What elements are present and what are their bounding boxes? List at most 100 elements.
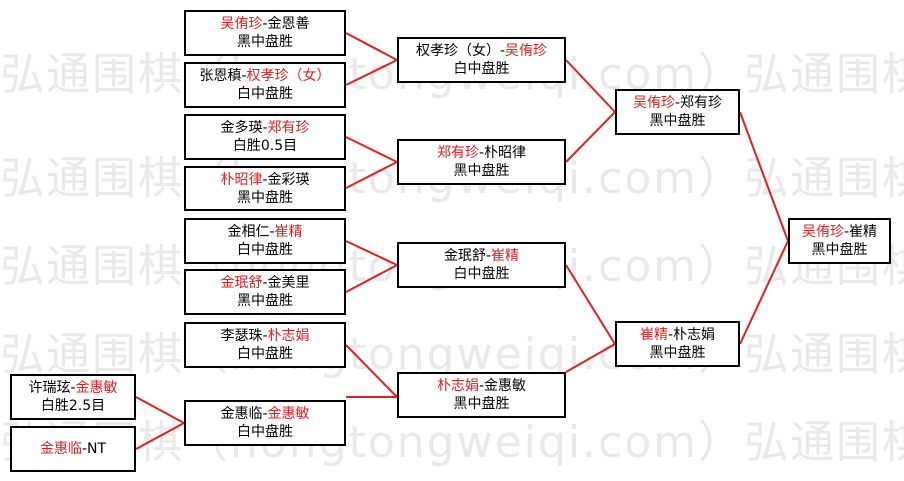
match-result: 白中盘胜 [237,242,293,258]
separator: - [478,145,485,161]
separator: - [262,275,268,291]
match-box: 朴昭律-金彩瑛黑中盘胜 [184,166,346,211]
match-players: 金多瑛-郑有珍 [186,119,344,137]
connector-line [345,344,398,398]
match-box: 金多瑛-郑有珍白胜0.5目 [184,114,346,160]
match-box: 金珉舒-崔精白中盘胜 [397,242,566,288]
match-players: 吴侑珍-崔精 [790,223,889,241]
player-name: 权孝珍（女） [415,43,500,59]
separator: - [674,95,681,111]
match-players: 吴侑珍-金恩善 [186,15,344,33]
separator: - [478,378,485,394]
separator: - [70,380,76,396]
connector-line [345,161,398,189]
match-players: 李瑟珠-朴志娟 [186,327,344,345]
player-name: 张恩稹 [199,68,242,84]
match-players: 许瑞玹-金惠敏 [12,379,134,397]
player-name: 崔精 [849,224,878,240]
player-name: 李瑟珠 [220,328,263,344]
winner-name: 吴侑珍 [801,224,844,240]
winner-name: 崔精 [639,327,668,343]
match-box: 金惠临-金惠敏白中盘胜 [184,400,346,446]
separator: - [262,120,268,136]
match-players: 崔精-朴志娟 [617,326,738,344]
connector-line [739,240,789,345]
connector-line [565,343,616,373]
match-box: 朴志娟-金惠敏黑中盘胜 [397,372,566,418]
match-box: 金珉舒-金美里黑中盘胜 [184,269,346,315]
match-players: 朴昭律-金彩瑛 [186,171,344,189]
player-name: 金美里 [267,275,310,291]
player-name: 金彩瑛 [267,171,310,188]
connector-line [565,264,616,345]
connector-line [345,59,398,86]
winner-name: 吴侑珍 [632,95,675,111]
match-players: 金相仁-崔精 [186,223,344,241]
player-name: 金恩善 [267,16,310,32]
player-name: 金惠临 [220,406,263,422]
match-result: 白中盘胜 [453,266,510,282]
match-result: 白胜0.5目 [232,138,298,154]
match-box: 张恩稹-权孝珍（女）白中盘胜 [184,62,346,108]
winner-name: 朴志娟 [436,378,479,394]
separator: - [241,68,247,84]
connector-line [345,264,398,293]
match-box: 许瑞玹-金惠敏白胜2.5目 [10,374,136,420]
match-result: 黑中盘胜 [649,113,706,129]
winner-name: 权孝珍（女） [246,68,331,84]
winner-name: 崔精 [491,248,520,264]
match-result: 黑中盘胜 [237,34,293,50]
connector-line [345,136,398,163]
final-match-box: 吴侑珍-崔精黑中盘胜 [788,218,891,264]
match-result: 白中盘胜 [453,61,510,77]
player-name: 郑有珍 [680,95,723,111]
match-box: 李瑟珠-朴志娟白中盘胜 [184,322,346,368]
connector-line [565,59,616,113]
separator: - [262,328,268,344]
connector-line [739,111,789,242]
separator: - [269,224,275,240]
match-players: 金珉舒-金美里 [186,274,344,292]
player-name: 金珉舒 [443,248,486,264]
match-players: 权孝珍（女）-吴侑珍 [399,42,564,60]
connector-line [135,396,185,424]
separator: - [667,327,674,343]
player-name: 许瑞玹 [28,380,71,396]
match-result: 黑中盘胜 [237,189,293,206]
connector-line [565,111,616,163]
winner-name: 吴侑珍 [505,43,548,59]
match-box: 吴侑珍-郑有珍黑中盘胜 [615,89,740,135]
winner-name: 郑有珍 [267,120,310,136]
separator: - [843,224,850,240]
winner-name: 金惠临 [39,441,82,457]
separator: - [499,43,506,59]
match-players: 张恩稹-权孝珍（女） [186,67,344,85]
winner-name: 朴志娟 [267,328,310,344]
player-name: 金惠敏 [484,378,527,394]
winner-name: 郑有珍 [436,145,479,161]
player-name: 朴昭律 [484,145,527,161]
match-result: 白中盘胜 [237,424,293,440]
match-result: 黑中盘胜 [453,163,510,179]
winner-name: 金珉舒 [220,275,263,291]
match-result: 黑中盘胜 [811,242,868,258]
player-name: NT [87,441,107,457]
winner-name: 吴侑珍 [220,16,263,32]
match-result: 黑中盘胜 [237,293,293,309]
match-players: 金珉舒-崔精 [399,247,564,265]
separator: - [81,441,88,457]
separator: - [262,171,268,188]
match-box: 金相仁-崔精白中盘胜 [184,218,346,264]
match-box: 权孝珍（女）-吴侑珍白中盘胜 [397,37,566,83]
separator: - [262,16,268,32]
match-players: 吴侑珍-郑有珍 [617,94,738,112]
separator: - [485,248,492,264]
match-players: 金惠临-NT [12,440,134,458]
match-result: 白中盘胜 [237,346,293,362]
match-box: 金惠临-NT [10,426,136,472]
winner-name: 金惠敏 [267,406,310,422]
winner-name: 崔精 [274,224,303,240]
match-players: 郑有珍-朴昭律 [399,144,564,162]
match-result: 黑中盘胜 [649,345,706,361]
